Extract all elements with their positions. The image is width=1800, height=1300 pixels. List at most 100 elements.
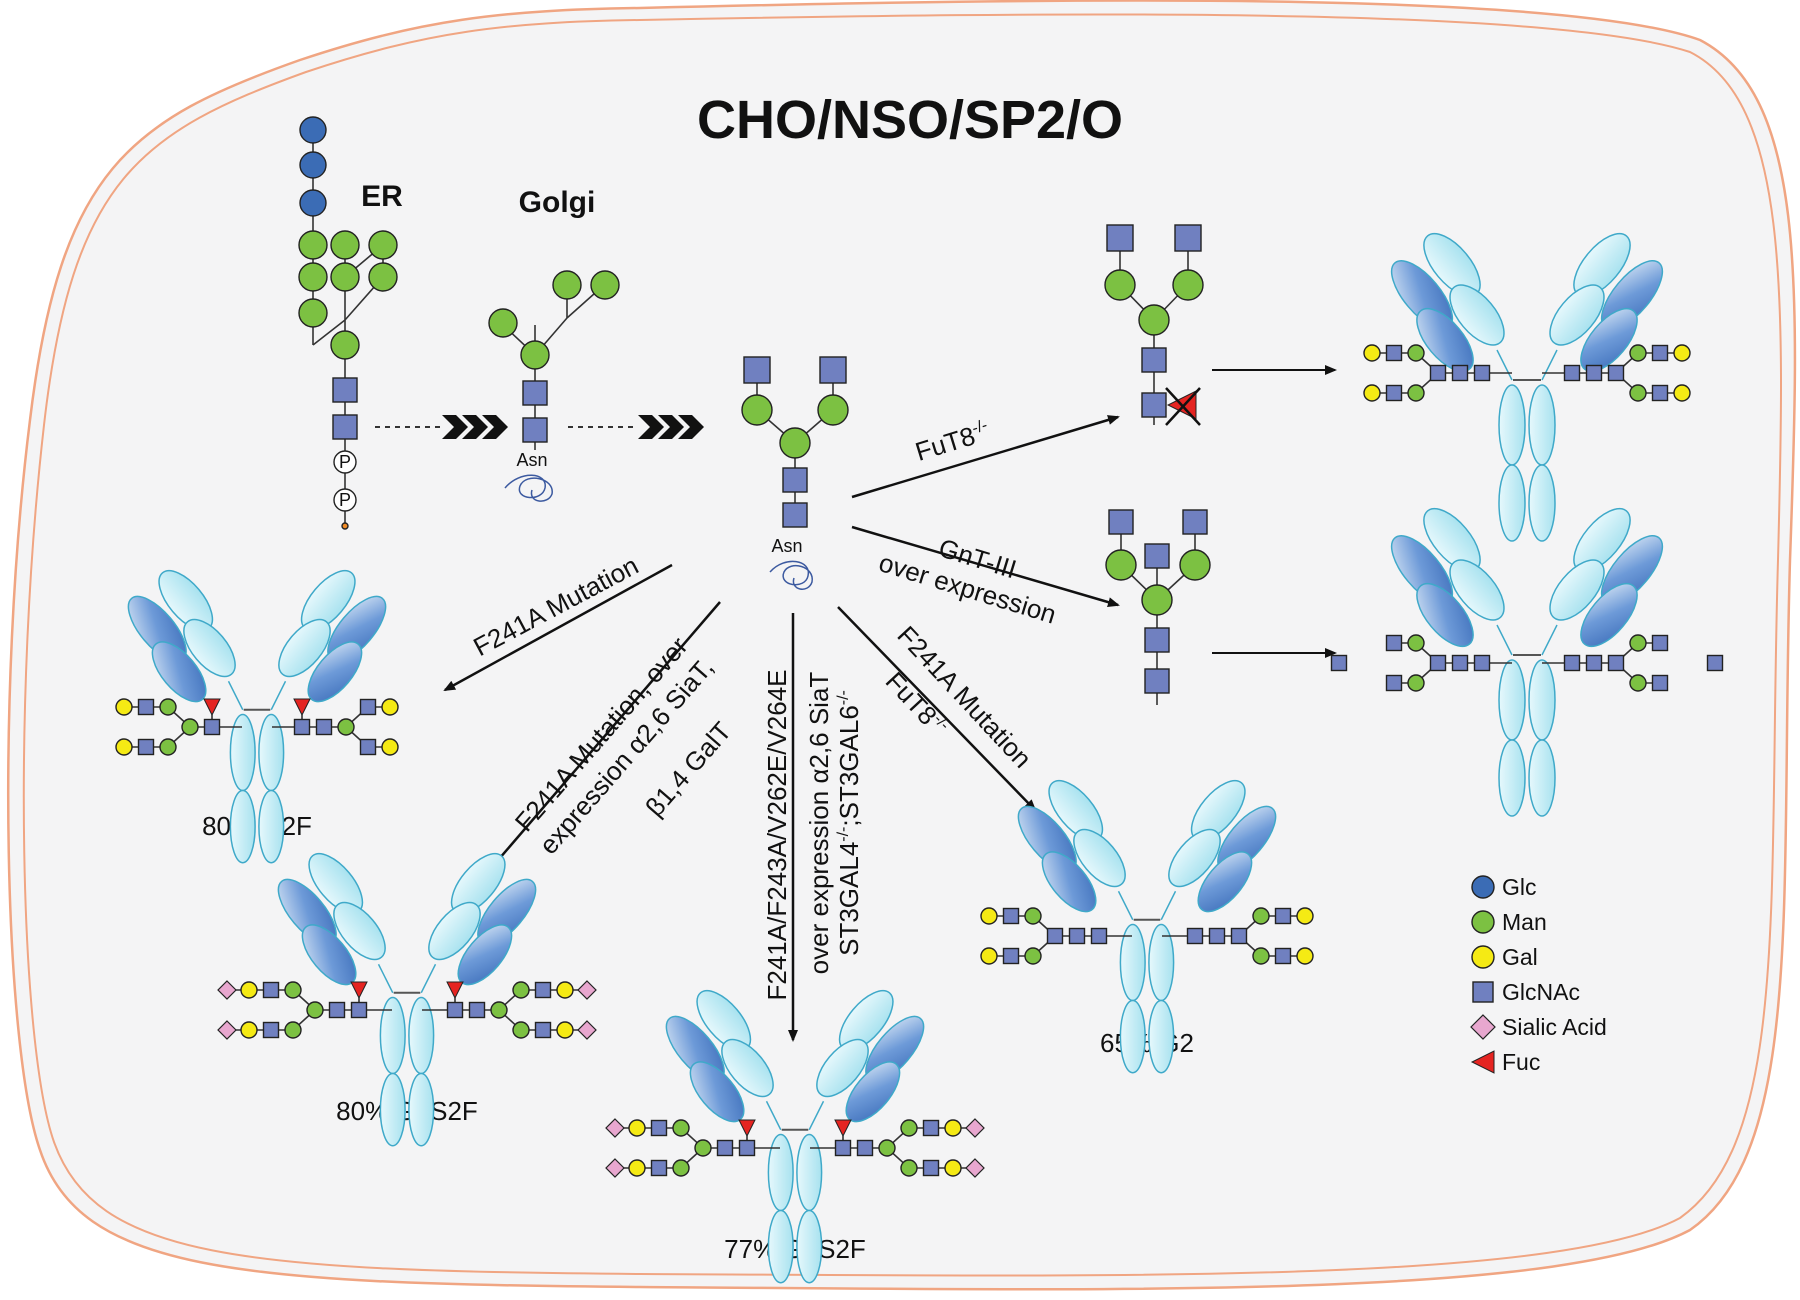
- multi-label-line1: F241A/F243A/V262E/V264E: [762, 669, 792, 1000]
- sialic-acid-residue: [577, 1020, 597, 1040]
- man-residue: [1407, 384, 1425, 402]
- fc-glycan: [1363, 344, 1512, 402]
- glcnac-residue: [1385, 674, 1403, 692]
- man-residue: [1024, 907, 1042, 925]
- glcnac-residue: [782, 467, 808, 493]
- gnt3-arrow: [851, 525, 1120, 607]
- glcnac-residue: [1385, 344, 1403, 362]
- man-residue: [1407, 344, 1425, 362]
- glcnac-residue: [1108, 509, 1134, 535]
- glcnac-residue: [1607, 364, 1625, 382]
- man-residue: [1104, 269, 1136, 301]
- glcnac-residue: [137, 738, 155, 756]
- fut8-superscript: -/-: [970, 417, 989, 438]
- glcnac-residue: [922, 1119, 940, 1137]
- gal-residue: [628, 1159, 646, 1177]
- heavy-chain-domain: [816, 1038, 869, 1098]
- man-residue: [1252, 947, 1270, 965]
- man-residue: [1629, 674, 1647, 692]
- glcnac-residue: [1174, 224, 1202, 252]
- fut8-ko-glycan: [1104, 224, 1204, 426]
- glcnac-residue: [1585, 364, 1603, 382]
- bisecting-glcnac-residue: [1706, 654, 1724, 672]
- gal-residue: [980, 907, 998, 925]
- gal-residue: [628, 1119, 646, 1137]
- glcnac-residue: [1274, 907, 1292, 925]
- glcnac-residue: [1068, 927, 1086, 945]
- glcnac-residue: [819, 356, 847, 384]
- man-residue: [330, 330, 360, 360]
- er-label: ER: [361, 180, 403, 213]
- fc-domain: [229, 713, 256, 792]
- man-residue: [1629, 384, 1647, 402]
- protein-squiggle: [769, 560, 813, 590]
- sialic-acid-residue: [217, 1020, 237, 1040]
- glcnac-residue: [1651, 634, 1669, 652]
- glcnac-residue: [1141, 392, 1167, 418]
- man-residue: [1407, 634, 1425, 652]
- lipid-anchor-dot: [341, 522, 349, 530]
- glcnac-residue: [834, 1139, 852, 1157]
- gal-residue: [1363, 344, 1381, 362]
- gal-residue: [1296, 907, 1314, 925]
- bisecting-glcnac-residue: [1144, 543, 1170, 569]
- hinge: [377, 963, 394, 994]
- heavy-chain-domain: [1549, 559, 1605, 621]
- light-chain-domain: [1580, 307, 1638, 373]
- hinge: [765, 1100, 782, 1131]
- fc-domain: [258, 789, 285, 864]
- legend-label: Gal: [1502, 944, 1538, 970]
- cell-membrane-outer: [6, 0, 1797, 1291]
- man-residue: [298, 262, 328, 292]
- man-residue: [672, 1159, 690, 1177]
- fc-domain: [767, 1209, 794, 1284]
- er-precursor-glycan: PP: [298, 116, 398, 530]
- glcnac-residue: [650, 1159, 668, 1177]
- antibody-g2: [1017, 779, 1277, 1074]
- gal-residue: [240, 981, 258, 999]
- glcnac-residue: [1451, 364, 1469, 382]
- fc-domain: [1148, 999, 1175, 1074]
- legend-item: GlcNAc: [1472, 979, 1580, 1005]
- fc-domain: [1498, 739, 1526, 817]
- light-chain-domain: [689, 1061, 745, 1123]
- fc-domain: [1119, 999, 1146, 1074]
- heavy-chain-domain: [1168, 828, 1221, 888]
- glcnac-residue: [1651, 384, 1669, 402]
- legend-item: Glc: [1471, 874, 1537, 900]
- outcome-g2: 65% G2: [1100, 1028, 1194, 1058]
- bisecting-glcnac-residue: [1330, 654, 1348, 672]
- glcnac-residue: [1144, 627, 1170, 653]
- fc-glycan: [1542, 634, 1669, 692]
- sialic-acid-residue: [577, 980, 597, 1000]
- glcnac-residue: [1607, 654, 1625, 672]
- hinge: [1541, 624, 1558, 656]
- glcnac-residue: [262, 981, 280, 999]
- legend-label: Man: [1502, 909, 1547, 935]
- antibody-gnt3: [1390, 507, 1664, 817]
- glcnac-residue: [1002, 947, 1020, 965]
- sialic-acid-residue: [965, 1118, 985, 1138]
- page-title: CHO/NSO/SP2/O: [697, 90, 1123, 150]
- man-residue: [490, 1001, 508, 1019]
- heavy-chain-domain: [1449, 559, 1505, 621]
- glcnac-residue: [1473, 654, 1491, 672]
- gal-residue: [944, 1159, 962, 1177]
- light-chain-domain: [1416, 307, 1474, 373]
- fc-domain: [379, 996, 406, 1075]
- glcnac-residue: [1090, 927, 1108, 945]
- er-to-golgi-chevrons: [442, 415, 508, 439]
- fut8-arrow: [851, 415, 1120, 499]
- man-residue: [1407, 674, 1425, 692]
- fc-domain: [1528, 739, 1556, 817]
- fc-glycan: [115, 698, 242, 756]
- fc-glycan: [217, 980, 392, 1040]
- fc-glycan: [1385, 634, 1512, 692]
- glcnac-residue: [468, 1001, 486, 1019]
- man-residue: [878, 1139, 896, 1157]
- st3gal4-sup: -/-: [835, 827, 852, 842]
- gal-residue: [1673, 344, 1691, 362]
